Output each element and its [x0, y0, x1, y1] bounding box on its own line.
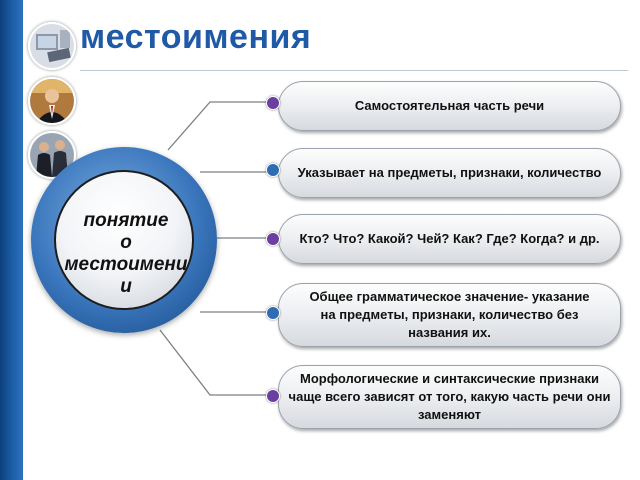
- center-circle: [31, 147, 217, 333]
- node-4-text: Общее грамматическое значение- указание …: [309, 289, 590, 340]
- node-5-bullet: [266, 389, 280, 403]
- connector-5: [159, 329, 272, 396]
- node-2-text: Указывает на предметы, признаки, количес…: [297, 165, 602, 180]
- page-title: местоимения: [80, 18, 312, 56]
- node-5: Морфологические и синтаксические признак…: [278, 365, 621, 429]
- node-2: Указывает на предметы, признаки, количес…: [278, 148, 621, 198]
- businessman-photo: [28, 77, 76, 125]
- node-4-bullet: [266, 306, 280, 320]
- node-1: Самостоятельная часть речи: [278, 81, 621, 131]
- node-3-text: Кто? Что? Какой? Чей? Как? Где? Когда? и…: [299, 231, 600, 246]
- node-3: Кто? Что? Какой? Чей? Как? Где? Когда? и…: [278, 214, 621, 264]
- center-circle-inner: [54, 170, 194, 310]
- computer-photo: [28, 22, 76, 70]
- node-1-text: Самостоятельная часть речи: [354, 98, 545, 113]
- sidebar-bar: [0, 0, 23, 480]
- node-3-bullet: [266, 232, 280, 246]
- connector-1: [167, 101, 272, 151]
- title-divider: [80, 70, 628, 71]
- node-4: Общее грамматическое значение- указание …: [278, 283, 621, 347]
- center-label: понятие о местоимени и: [64, 210, 188, 297]
- node-1-bullet: [266, 96, 280, 110]
- node-2-bullet: [266, 163, 280, 177]
- node-5-text: Морфологические и синтаксические признак…: [288, 371, 611, 422]
